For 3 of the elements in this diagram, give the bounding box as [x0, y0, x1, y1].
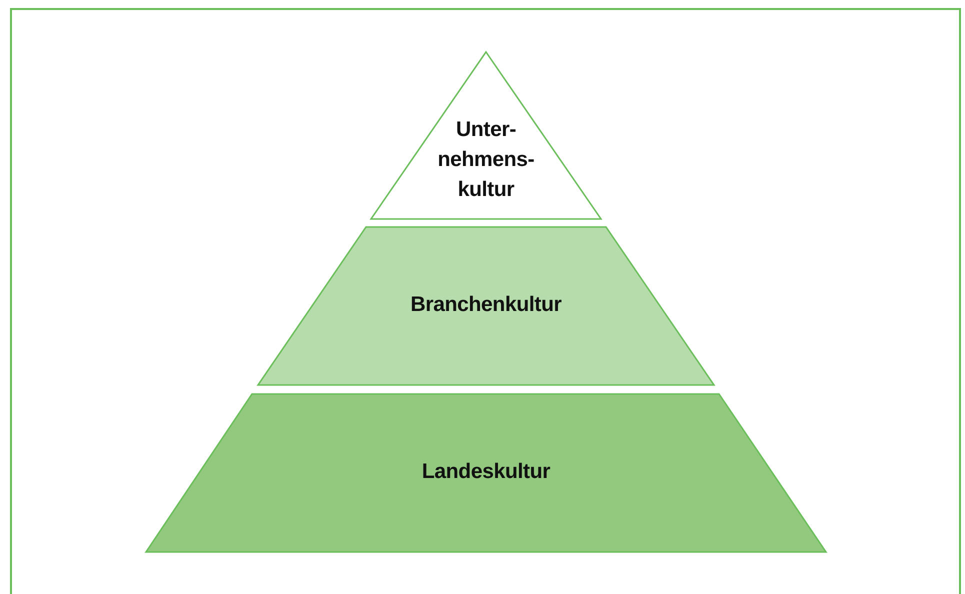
tier-label: Landeskultur	[422, 459, 550, 485]
tier-label: Unter- nehmens- kultur	[436, 117, 536, 203]
tier-label: Branchenkultur	[410, 292, 562, 318]
